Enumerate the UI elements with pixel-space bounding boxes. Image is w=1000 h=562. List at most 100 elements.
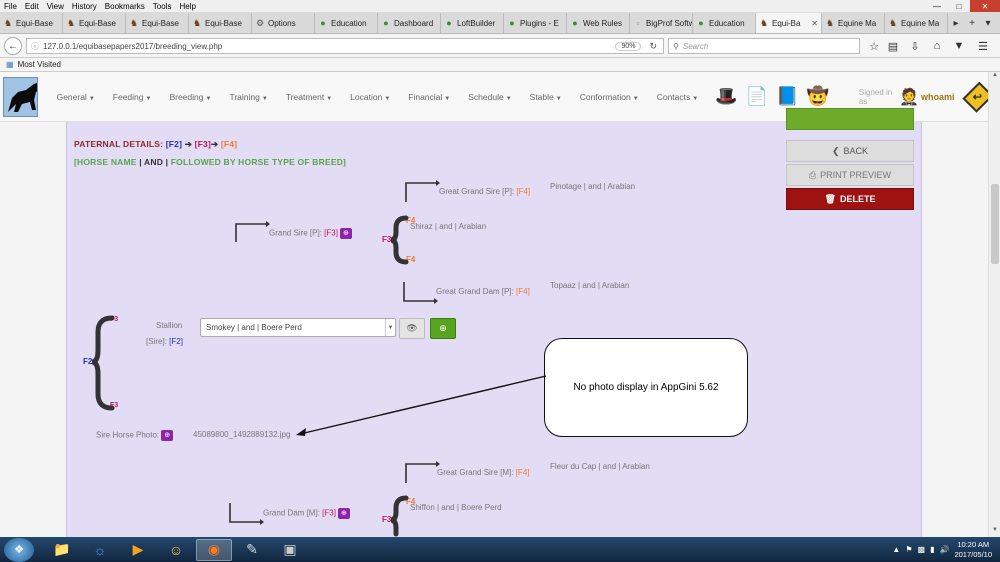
- menu-file[interactable]: File: [4, 1, 17, 11]
- minimize-icon[interactable]: —: [933, 1, 941, 11]
- plus-circle-icon[interactable]: ⊕: [339, 228, 352, 239]
- delete-button[interactable]: 🗑DELETE: [786, 188, 914, 210]
- caret-down-icon: ▼: [555, 95, 562, 102]
- menu-history[interactable]: History: [71, 1, 97, 11]
- plus-circle-icon[interactable]: ⊕: [161, 430, 174, 441]
- menu-edit[interactable]: Edit: [24, 1, 39, 11]
- library-icon[interactable]: ▤: [887, 40, 899, 53]
- taskbar-ie[interactable]: ☼: [82, 539, 118, 561]
- arrow-left-icon: ←: [8, 40, 18, 52]
- menu-contacts[interactable]: Contacts▼: [656, 91, 699, 102]
- tab-4[interactable]: ⚙Options: [252, 13, 315, 33]
- tab-11[interactable]: ●Education: [693, 13, 756, 33]
- tab-0[interactable]: ♞Equi-Base: [0, 13, 63, 33]
- search-placeholder: Search: [682, 41, 709, 51]
- menu-location[interactable]: Location▼: [350, 91, 391, 102]
- clock[interactable]: 10:20 AM 2017/05/10: [954, 539, 992, 559]
- tab-2[interactable]: ♞Equi-Base: [126, 13, 189, 33]
- tab-7[interactable]: ●LoftBuilder: [441, 13, 504, 33]
- scrollbar-thumb[interactable]: [991, 184, 999, 264]
- tab-13[interactable]: ♞Equine Ma: [822, 13, 885, 33]
- close-tab-icon[interactable]: ✕: [811, 18, 818, 28]
- scroll-tabs-right-icon[interactable]: ▸: [953, 17, 959, 29]
- menu-training[interactable]: Training▼: [229, 91, 268, 102]
- paternal-details-heading: PATERNAL DETAILS: [F2] ➔ [F3]➔ [F4]: [74, 139, 238, 149]
- tab-12-active[interactable]: ♞Equi-Ba✕: [756, 13, 822, 33]
- scroll-up-icon[interactable]: ▲: [992, 72, 998, 78]
- taskbar-media[interactable]: ▶: [120, 539, 156, 561]
- tray-expand-icon[interactable]: ▲: [892, 545, 901, 554]
- url-bar[interactable]: ⓘ 127.0.0.1/equibasepapers2017/breeding_…: [26, 38, 664, 54]
- flag-icon[interactable]: ⚑: [905, 545, 913, 554]
- tab-strip: ♞Equi-Base ♞Equi-Base ♞Equi-Base ♞Equi-B…: [0, 12, 1000, 34]
- caret-down-icon: ▼: [444, 95, 451, 102]
- username-link[interactable]: whoami: [920, 91, 955, 102]
- star-icon[interactable]: ☆: [869, 40, 879, 53]
- f4-top-label-m: F4: [406, 497, 416, 506]
- scroll-down-icon[interactable]: ▼: [992, 527, 998, 533]
- menu-breeding[interactable]: Breeding▼: [169, 91, 212, 102]
- page-scrollbar[interactable]: ▲ ▼: [988, 72, 1000, 537]
- menu-stable[interactable]: Stable▼: [529, 91, 562, 102]
- sire-photo-filename[interactable]: 45089800_1492889132.jpg: [193, 430, 291, 439]
- restore-icon[interactable]: □: [956, 1, 962, 11]
- browser-back-button[interactable]: ←: [4, 37, 22, 55]
- network-icon[interactable]: ▩: [917, 545, 926, 554]
- grand-dam-m-value: Shiffon | and | Boere Perd: [410, 503, 502, 512]
- start-button[interactable]: ❖: [4, 537, 34, 562]
- tab-1[interactable]: ♞Equi-Base: [63, 13, 126, 33]
- spy-hat-icon[interactable]: 🎩: [715, 86, 738, 106]
- reload-icon[interactable]: ↻: [649, 40, 657, 51]
- cowboy-hat-icon[interactable]: 🤠: [806, 86, 829, 106]
- taskbar-capture[interactable]: ▣: [272, 539, 308, 561]
- sire-select[interactable]: Smokey | and | Boere Perd▼: [200, 318, 396, 337]
- caret-down-icon: ▼: [632, 95, 639, 102]
- back-button[interactable]: ❮BACK: [786, 140, 914, 162]
- list-tabs-icon[interactable]: ▾: [985, 17, 991, 29]
- hamburger-menu-icon[interactable]: ☰: [978, 40, 988, 53]
- download-icon[interactable]: ⇩: [910, 40, 920, 53]
- menu-conformation[interactable]: Conformation▼: [579, 91, 639, 102]
- document-icon[interactable]: 📄: [745, 86, 769, 106]
- tab-14[interactable]: ♞Equine Ma: [885, 13, 948, 33]
- menu-help[interactable]: Help: [179, 1, 196, 11]
- binder-icon[interactable]: 📘: [776, 86, 799, 106]
- tab-5[interactable]: ●Education: [315, 13, 378, 33]
- save-button[interactable]: [786, 108, 914, 130]
- pocket-icon[interactable]: ▼: [953, 40, 965, 52]
- horse-icon: ♞: [759, 18, 769, 28]
- menu-treatment[interactable]: Treatment▼: [285, 91, 333, 102]
- menu-schedule[interactable]: Schedule▼: [468, 91, 512, 102]
- search-input[interactable]: ⚲ Search: [668, 38, 860, 54]
- menu-bookmarks[interactable]: Bookmarks: [104, 1, 145, 11]
- frog-icon: ●: [698, 18, 704, 28]
- home-icon[interactable]: ⌂: [933, 40, 941, 52]
- menu-feeding[interactable]: Feeding▼: [112, 91, 152, 102]
- printer-icon: ⎙: [808, 169, 817, 180]
- menu-view[interactable]: View: [46, 1, 64, 11]
- taskbar-app[interactable]: ☺: [158, 539, 194, 561]
- add-sire-button[interactable]: ⊕: [430, 318, 456, 339]
- print-preview-button[interactable]: ⎙PRINT PREVIEW: [786, 164, 914, 186]
- plus-circle-icon[interactable]: ⊕: [337, 508, 350, 519]
- menu-tools[interactable]: Tools: [152, 1, 172, 11]
- tab-8[interactable]: ●Plugins - E: [504, 13, 567, 33]
- most-visited-link[interactable]: Most Visited: [17, 60, 61, 69]
- menu-financial[interactable]: Financial▼: [408, 91, 451, 102]
- tab-10[interactable]: ▫BigProf Softw: [630, 13, 693, 33]
- zoom-indicator[interactable]: 90%: [615, 41, 642, 51]
- taskbar-notepad[interactable]: ✎: [234, 539, 270, 561]
- taskbar-explorer[interactable]: 📁: [44, 539, 80, 561]
- horse-logo[interactable]: [3, 76, 38, 117]
- tab-6[interactable]: ●Dashboard: [378, 13, 441, 33]
- tab-9[interactable]: ●Web Rules: [567, 13, 630, 33]
- close-window-icon[interactable]: ✕: [970, 0, 1000, 12]
- new-tab-icon[interactable]: +: [969, 17, 975, 29]
- volume-icon[interactable]: 🔊: [939, 545, 950, 554]
- tab-3[interactable]: ♞Equi-Base: [189, 13, 252, 33]
- menu-general[interactable]: General▼: [56, 91, 95, 102]
- view-sire-button[interactable]: 👁: [399, 318, 425, 339]
- gear-icon: ⚙: [255, 18, 265, 28]
- battery-icon[interactable]: ▮: [930, 545, 935, 554]
- taskbar-firefox[interactable]: ◉: [196, 538, 232, 561]
